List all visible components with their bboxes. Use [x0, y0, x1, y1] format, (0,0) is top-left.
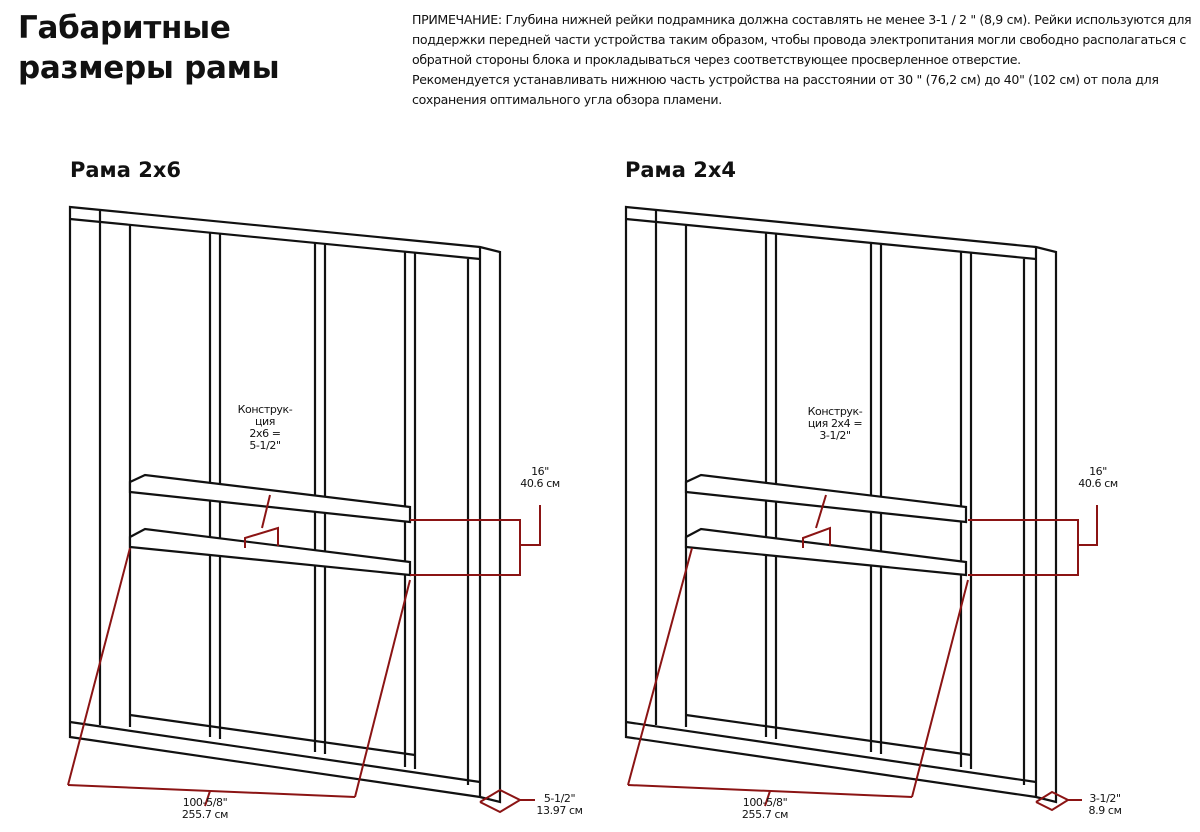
spacing-label-2x4: 16" 40.6 см — [1073, 466, 1123, 490]
label-line: 5-1/2" — [543, 792, 576, 805]
note-paragraph-2: Рекомендуется устанавливать нижнюю часть… — [412, 72, 1159, 107]
label-line: 100-5/8" — [742, 796, 788, 809]
construction-label-2x6: Конструк- ция 2x6 = 5-1/2" — [235, 404, 295, 452]
width-label-2x6: 100-5/8" 255.7 см — [175, 797, 235, 821]
installation-note: ПРИМЕЧАНИЕ: Глубина нижней рейки подрамн… — [412, 10, 1197, 110]
construction-label-2x4: Конструк- ция 2x4 = 3-1/2" — [800, 406, 870, 442]
label-line: 13.97 см — [536, 804, 583, 817]
depth-label-2x4: 3-1/2" 8.9 см — [1080, 793, 1130, 817]
label-line: Конструк- — [237, 403, 293, 416]
depth-label-2x6: 5-1/2" 13.97 см — [532, 793, 587, 817]
width-label-2x4: 100-5/8" 255.7 см — [735, 797, 795, 821]
label-line: 2x6 = — [249, 427, 281, 440]
label-line: ция 2x4 = — [807, 417, 863, 430]
label-line: 8.9 см — [1088, 804, 1122, 817]
label-line: 16" — [1089, 465, 1107, 478]
page-title: Габаритные размеры рамы — [18, 8, 280, 88]
label-line: 40.6 см — [520, 477, 560, 490]
label-line: 5-1/2" — [249, 439, 281, 452]
spacing-label-2x6: 16" 40.6 см — [515, 466, 565, 490]
frame-2x4-title: Рама 2x4 — [625, 158, 736, 182]
label-line: 3-1/2" — [1089, 792, 1121, 805]
dimension-lines-2x6 — [67, 494, 541, 814]
note-paragraph-1: ПРИМЕЧАНИЕ: Глубина нижней рейки подрамн… — [412, 12, 1192, 67]
frame-2x6-title: Рама 2x6 — [70, 158, 181, 182]
label-line: 100-5/8" — [182, 796, 228, 809]
dimension-lines-2x4 — [627, 494, 1098, 812]
label-line: ция — [254, 415, 276, 428]
label-line: 40.6 см — [1078, 477, 1118, 490]
frame-2x4-drawing — [624, 205, 1058, 804]
label-line: 3-1/2" — [819, 429, 851, 442]
label-line: 255.7 см — [741, 808, 789, 821]
title-line-2: размеры рамы — [18, 50, 280, 86]
frame-2x6-drawing — [68, 205, 502, 804]
title-line-1: Габаритные — [18, 10, 231, 46]
label-line: Конструк- — [807, 405, 863, 418]
label-line: 16" — [531, 465, 549, 478]
label-line: 255.7 см — [181, 808, 229, 821]
